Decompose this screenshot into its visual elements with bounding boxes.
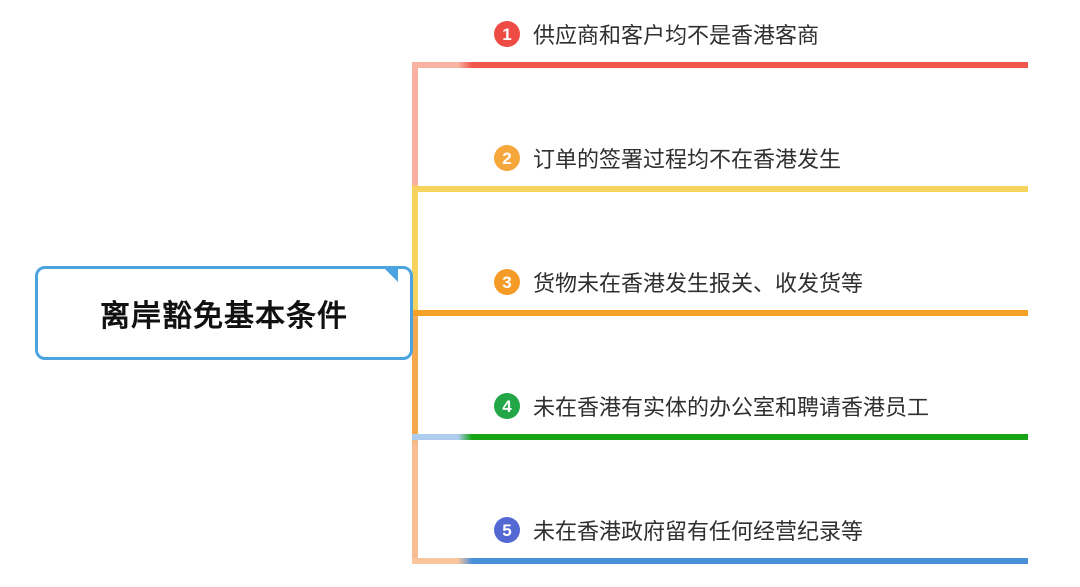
topic-label-3: 货物未在香港发生报关、收发货等 (533, 271, 864, 296)
branch-line-5 (412, 558, 1028, 564)
topic-label-5: 未在香港政府留有任何经营纪录等 (533, 519, 864, 544)
branch-line-3 (412, 310, 1028, 316)
topic-label-2: 订单的签署过程均不在香港发生 (533, 147, 842, 172)
topic-label-1: 供应商和客户均不是香港客商 (533, 23, 820, 48)
number-badge-3-icon: 3 (494, 269, 520, 295)
number-badge-2-icon: 2 (494, 145, 520, 171)
number-badge-4-icon: 4 (494, 393, 520, 419)
topic-node-3[interactable]: 3 货物未在香港发生报关、收发货等 (494, 266, 863, 298)
topic-node-4[interactable]: 4 未在香港有实体的办公室和聘请香港员工 (494, 390, 929, 422)
topic-node-2[interactable]: 2 订单的签署过程均不在香港发生 (494, 142, 841, 174)
number-badge-1-icon: 1 (494, 21, 520, 47)
branch-line-1 (412, 62, 1028, 68)
topic-node-1[interactable]: 1 供应商和客户均不是香港客商 (494, 18, 819, 50)
branch-line-2 (412, 186, 1028, 192)
root-node[interactable]: 离岸豁免基本条件 (35, 266, 413, 360)
branch-line-4 (412, 434, 1028, 440)
root-node-label: 离岸豁免基本条件 (100, 300, 348, 333)
fold-corner-icon (382, 266, 398, 282)
topic-node-5[interactable]: 5 未在香港政府留有任何经营纪录等 (494, 514, 863, 546)
number-badge-5-icon: 5 (494, 517, 520, 543)
topic-label-4: 未在香港有实体的办公室和聘请香港员工 (533, 395, 930, 420)
